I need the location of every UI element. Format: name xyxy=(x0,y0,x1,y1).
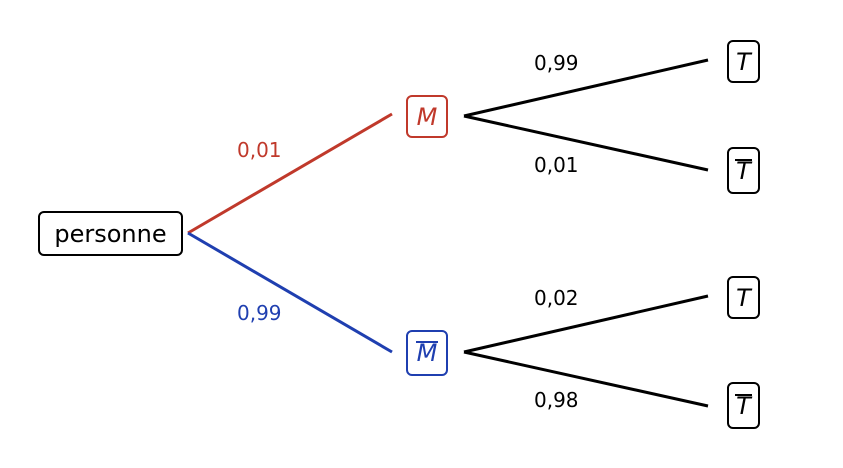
leaf-Mbar-Tbar: T xyxy=(727,382,760,429)
leaf-Mbar-Tbar-label: T xyxy=(735,391,752,420)
leaf-M-T: T xyxy=(727,40,760,83)
node-Mbar: M xyxy=(406,330,448,376)
edge-M-to-T xyxy=(463,58,709,118)
root-node-personne: personne xyxy=(38,211,183,256)
prob-Mbar: 0,99 xyxy=(237,301,282,325)
node-M-label: M xyxy=(416,102,438,131)
prob-Mbar-Tbar: 0,98 xyxy=(534,388,579,412)
leaf-M-T-label: T xyxy=(736,47,751,76)
edge-M-to-Tbar xyxy=(463,114,709,172)
leaf-Mbar-T: T xyxy=(727,276,760,319)
node-Mbar-label: M xyxy=(415,339,439,367)
leaf-M-Tbar: T xyxy=(727,147,760,194)
edge-Mbar-to-Tbar xyxy=(463,350,709,408)
prob-M: 0,01 xyxy=(237,138,282,162)
root-label: personne xyxy=(54,219,167,248)
leaf-Mbar-T-label: T xyxy=(736,283,751,312)
prob-Mbar-T: 0,02 xyxy=(534,286,579,310)
leaf-M-Tbar-label: T xyxy=(735,156,752,185)
prob-M-Tbar: 0,01 xyxy=(534,153,579,177)
edge-root-to-M xyxy=(187,112,393,235)
prob-M-T: 0,99 xyxy=(534,51,579,75)
edge-Mbar-to-T xyxy=(463,294,709,354)
node-M: M xyxy=(406,95,448,138)
edge-root-to-Mbar xyxy=(187,231,393,354)
